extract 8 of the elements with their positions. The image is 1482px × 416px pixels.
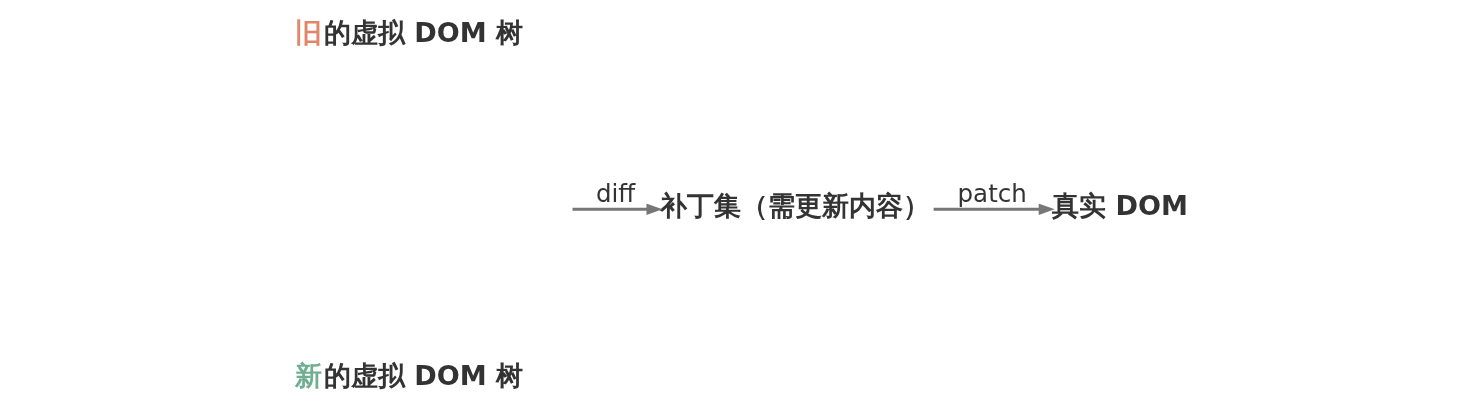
edge-label: patch	[957, 178, 1027, 208]
node-text: 旧的虚拟 DOM 树	[294, 17, 523, 49]
arrow	[933, 203, 1055, 215]
node-text: 真实 DOM	[1051, 189, 1188, 221]
node-text: 新的虚拟 DOM 树	[294, 360, 523, 392]
edge-label: diff	[595, 178, 635, 208]
arrow	[572, 203, 662, 215]
node-text: 补丁集（需更新内容）	[659, 189, 930, 221]
